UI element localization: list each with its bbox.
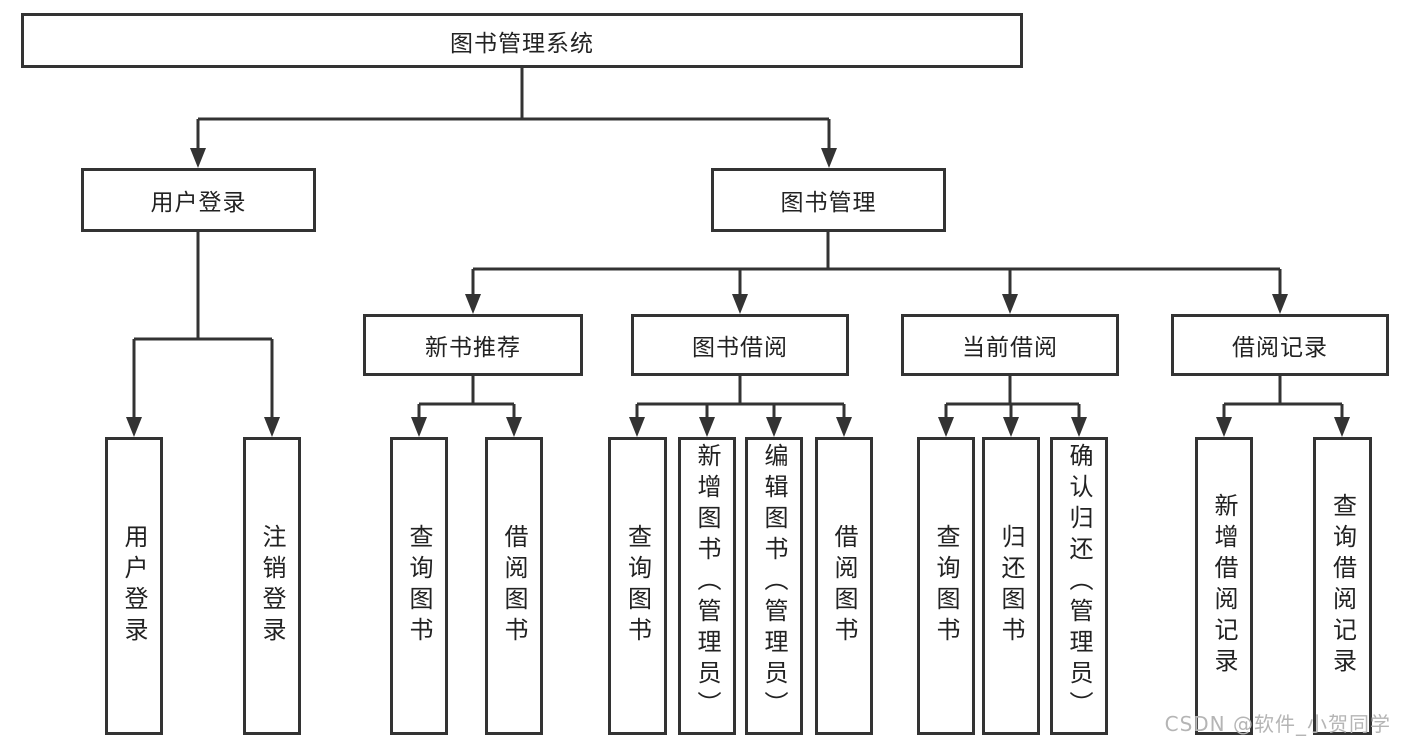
- node-label: 借阅记录: [1232, 335, 1328, 361]
- leaf-return-book: 归还图书: [982, 437, 1040, 735]
- leaf-query-borrow-record: 查询借阅记录: [1313, 437, 1372, 735]
- node-label: 图书借阅: [692, 335, 788, 361]
- node-label: 借阅图书: [830, 524, 858, 648]
- node-label: 图书管理: [780, 190, 877, 216]
- leaf-edit-book-admin: 编辑图书（管理员）: [745, 437, 803, 735]
- node-new-book-recommend: 新书推荐: [363, 314, 583, 376]
- leaf-query-book-borrow: 查询图书: [608, 437, 667, 735]
- node-root-system: 图书管理系统: [21, 13, 1023, 68]
- node-label: 查询图书: [405, 524, 433, 648]
- leaf-query-book-recommend: 查询图书: [390, 437, 448, 735]
- leaf-user-login: 用户登录: [105, 437, 163, 735]
- node-label: 新书推荐: [425, 335, 521, 361]
- node-label: 注销登录: [258, 524, 286, 648]
- node-label: 当前借阅: [962, 335, 1058, 361]
- leaf-confirm-return-admin: 确认归还（管理员）: [1050, 437, 1108, 735]
- leaf-add-book-admin: 新增图书（管理员）: [678, 437, 736, 735]
- node-label: 编辑图书（管理员）: [760, 443, 788, 722]
- node-user-login: 用户登录: [81, 168, 316, 232]
- leaf-borrow-book: 借阅图书: [815, 437, 873, 735]
- node-label: 用户登录: [150, 190, 247, 216]
- node-label: 归还图书: [997, 524, 1025, 648]
- node-label: 查询借阅记录: [1328, 493, 1357, 679]
- node-label: 新增借阅记录: [1210, 493, 1238, 679]
- arrowhead-icons: [126, 148, 1350, 437]
- node-label: 确认归还（管理员）: [1065, 443, 1093, 722]
- node-book-management: 图书管理: [711, 168, 946, 232]
- node-label: 查询图书: [623, 524, 652, 648]
- node-borrow-records: 借阅记录: [1171, 314, 1389, 376]
- csdn-watermark: CSDN @软件_小贺同学: [1164, 712, 1391, 736]
- node-label: 图书管理系统: [450, 30, 594, 57]
- node-book-borrow: 图书借阅: [631, 314, 849, 376]
- node-current-borrow: 当前借阅: [901, 314, 1119, 376]
- node-label: 查询图书: [932, 524, 960, 648]
- leaf-add-borrow-record: 新增借阅记录: [1195, 437, 1253, 735]
- node-label: 新增图书（管理员）: [693, 443, 721, 722]
- node-label: 用户登录: [120, 524, 148, 648]
- leaf-logout: 注销登录: [243, 437, 301, 735]
- node-label: 借阅图书: [500, 524, 528, 648]
- leaf-borrow-book-recommend: 借阅图书: [485, 437, 543, 735]
- leaf-query-book-current: 查询图书: [917, 437, 975, 735]
